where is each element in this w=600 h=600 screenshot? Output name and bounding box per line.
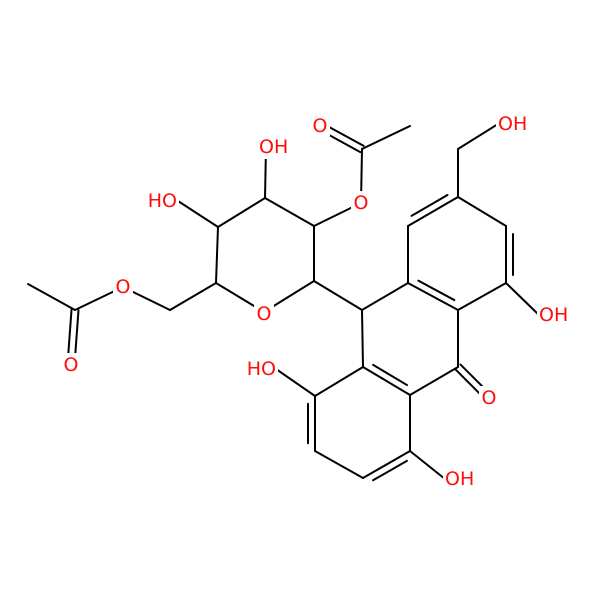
bond-aromatic — [372, 363, 409, 387]
atom-label-text: O — [257, 303, 272, 325]
bond — [169, 282, 217, 311]
bond — [314, 366, 364, 397]
atom-oh-c5: OH — [443, 467, 477, 491]
bond-aromatic — [407, 282, 459, 311]
bond-ring — [215, 226, 219, 284]
bond-aromatic — [362, 366, 411, 396]
atom-oh-c3: OH — [257, 135, 291, 159]
bond — [27, 283, 76, 311]
atom-oh-c8: HO — [244, 357, 278, 381]
bond — [457, 123, 499, 150]
bond — [177, 200, 219, 228]
atom-label-text: O — [116, 276, 131, 298]
bond — [275, 368, 316, 397]
bond — [505, 282, 540, 316]
atom-label-text: OH — [259, 136, 288, 158]
atom-o-ring: O — [254, 302, 274, 326]
atom-label-text: HO — [148, 190, 177, 212]
atom-o-ketone: O — [479, 386, 499, 410]
bond-aromatic — [407, 196, 459, 227]
bond-aromatic — [362, 450, 411, 479]
bond-layer — [27, 121, 540, 482]
bond — [314, 450, 364, 479]
atom-o-acetyl-left-carbonyl: O — [61, 353, 81, 377]
atom-oh-c4: HO — [145, 189, 179, 213]
bond-aromatic — [417, 279, 456, 302]
bond — [409, 450, 446, 480]
bond-aromatic — [410, 194, 449, 217]
bond — [361, 309, 364, 368]
atom-o-acetyl-left-ester: O — [113, 275, 133, 299]
atom-label-text: O — [482, 387, 497, 409]
bond — [313, 280, 363, 311]
bond — [457, 282, 507, 311]
bond-aromatic — [372, 459, 408, 482]
bond — [361, 125, 411, 150]
atom-label-text: HO — [247, 358, 276, 380]
bond — [361, 282, 409, 311]
atom-oh-ch2oh: OH — [496, 112, 530, 136]
bond-ring — [217, 197, 266, 228]
bond — [409, 366, 459, 396]
atom-label-text: O — [313, 115, 328, 137]
atom-label-text: OH — [498, 113, 527, 135]
atom-label-text: O — [354, 192, 369, 214]
bond-ring — [264, 197, 315, 227]
atom-label-text: OH — [445, 468, 474, 490]
atom-label-layer: O O OH HO O O O OH — [61, 112, 571, 491]
bond — [457, 196, 507, 227]
atom-o-acetyl-top-carbonyl: O — [310, 114, 330, 138]
atom-label-text: O — [64, 354, 79, 376]
atom-label-text: OH — [539, 304, 568, 326]
atom-o-acetyl-top-ester: O — [351, 191, 371, 215]
atom-oh-c1: OH — [537, 303, 571, 327]
